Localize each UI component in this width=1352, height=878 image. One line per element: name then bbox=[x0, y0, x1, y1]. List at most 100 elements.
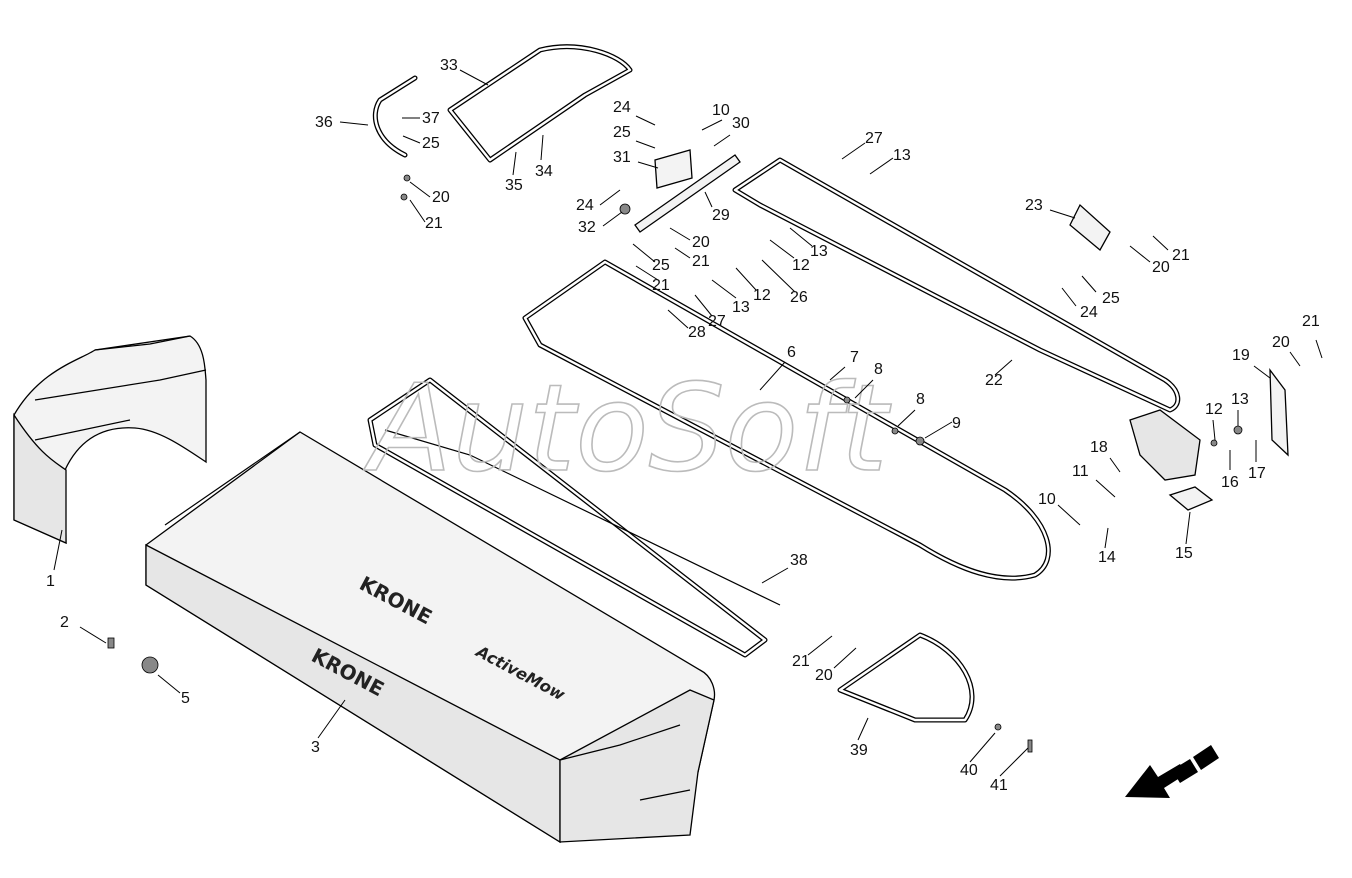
callout-leader-8 bbox=[854, 379, 874, 399]
callout-number-19: 19 bbox=[1232, 347, 1250, 364]
callout-leader-2 bbox=[79, 626, 107, 644]
callout-number-3: 3 bbox=[311, 739, 320, 756]
callout-number-28: 28 bbox=[688, 324, 706, 341]
callout-number-13: 13 bbox=[1231, 391, 1249, 408]
callout-leader-14 bbox=[1104, 527, 1109, 549]
callout-number-17: 17 bbox=[1248, 465, 1266, 482]
part-plate-15 bbox=[1168, 486, 1214, 511]
callout-number-20: 20 bbox=[1272, 334, 1290, 351]
callout-number-10: 10 bbox=[712, 102, 730, 119]
part-middle-frame bbox=[522, 259, 1051, 581]
callout-leader-36 bbox=[339, 121, 369, 126]
callout-number-38: 38 bbox=[790, 552, 808, 569]
callout-number-22: 22 bbox=[985, 372, 1003, 389]
callout-number-5: 5 bbox=[181, 690, 190, 707]
callout-leader-25 bbox=[1081, 275, 1097, 293]
callout-leader-23 bbox=[1049, 209, 1076, 219]
callout-leader-24 bbox=[635, 115, 656, 126]
callout-leader-28 bbox=[667, 309, 689, 329]
callout-leader-10 bbox=[701, 119, 723, 131]
callout-leader-21 bbox=[807, 635, 833, 656]
callout-number-23: 23 bbox=[1025, 197, 1043, 214]
callout-number-7: 7 bbox=[850, 349, 859, 366]
callout-leader-20 bbox=[669, 227, 691, 241]
callout-leader-20 bbox=[409, 181, 431, 198]
callout-number-9: 9 bbox=[952, 415, 961, 432]
callout-leader-29 bbox=[704, 191, 713, 208]
callout-number-2: 2 bbox=[60, 614, 69, 631]
callout-number-8: 8 bbox=[874, 361, 883, 378]
callout-number-20: 20 bbox=[432, 189, 450, 206]
callout-number-12: 12 bbox=[753, 287, 771, 304]
callout-leader-32 bbox=[602, 211, 623, 227]
callout-leader-11 bbox=[1095, 479, 1116, 498]
callout-leader-27 bbox=[694, 294, 713, 317]
callout-leader-13 bbox=[869, 157, 894, 175]
callout-leader-21 bbox=[635, 265, 659, 281]
callout-leader-21 bbox=[1315, 339, 1323, 359]
callout-leader-26 bbox=[761, 259, 796, 293]
callout-leader-27 bbox=[841, 142, 866, 160]
part-plate-19 bbox=[1269, 367, 1289, 457]
callout-leader-24 bbox=[1061, 287, 1077, 307]
callout-number-20: 20 bbox=[815, 667, 833, 684]
callout-number-36: 36 bbox=[315, 114, 333, 131]
callout-number-10: 10 bbox=[1038, 491, 1056, 508]
callout-number-25: 25 bbox=[613, 124, 631, 141]
callout-leader-21 bbox=[409, 199, 426, 223]
callout-number-21: 21 bbox=[1172, 247, 1190, 264]
callout-number-21: 21 bbox=[692, 253, 710, 270]
callout-number-21: 21 bbox=[425, 215, 443, 232]
callout-number-20: 20 bbox=[1152, 259, 1170, 276]
part-top-guard bbox=[447, 44, 633, 163]
callout-number-25: 25 bbox=[422, 135, 440, 152]
callout-leader-40 bbox=[969, 732, 996, 763]
callout-leader-34 bbox=[540, 134, 544, 161]
callout-leader-3 bbox=[317, 699, 346, 739]
callout-number-13: 13 bbox=[810, 243, 828, 260]
callout-leader-7 bbox=[829, 366, 846, 381]
callout-leader-38 bbox=[761, 567, 789, 584]
callout-number-21: 21 bbox=[652, 277, 670, 294]
part-rear-frame bbox=[732, 157, 1201, 481]
callout-number-13: 13 bbox=[893, 147, 911, 164]
callout-number-8: 8 bbox=[916, 391, 925, 408]
callout-number-14: 14 bbox=[1098, 549, 1116, 566]
callout-number-13: 13 bbox=[732, 299, 750, 316]
callout-leader-9 bbox=[924, 421, 953, 439]
callout-number-27: 27 bbox=[865, 130, 883, 147]
callout-leader-1 bbox=[53, 529, 63, 571]
part-front-frame bbox=[367, 377, 781, 658]
callout-leader-21 bbox=[674, 247, 691, 259]
callout-number-21: 21 bbox=[792, 653, 810, 670]
callout-number-6: 6 bbox=[787, 344, 796, 361]
callout-leader-13 bbox=[711, 279, 737, 299]
part-bar-29 bbox=[634, 154, 741, 233]
callout-number-20: 20 bbox=[692, 234, 710, 251]
callout-leader-10 bbox=[1057, 504, 1081, 526]
callout-number-24: 24 bbox=[576, 197, 594, 214]
watermark: AutoSoft bbox=[363, 360, 891, 499]
callout-leader-20 bbox=[1289, 351, 1301, 367]
callout-number-16: 16 bbox=[1221, 474, 1239, 491]
callout-number-35: 35 bbox=[505, 177, 523, 194]
callout-leader-25 bbox=[632, 243, 656, 263]
callout-number-15: 15 bbox=[1175, 545, 1193, 562]
callout-leader-25 bbox=[402, 135, 421, 144]
callout-leader-35 bbox=[512, 151, 517, 176]
callout-leader-12 bbox=[1212, 419, 1216, 441]
callout-leader-22 bbox=[994, 359, 1013, 376]
part-small-guard bbox=[837, 632, 975, 723]
callout-number-21: 21 bbox=[1302, 313, 1320, 330]
callout-number-31: 31 bbox=[613, 149, 631, 166]
callout-leader-25 bbox=[635, 140, 656, 149]
callout-leader-13 bbox=[789, 227, 813, 247]
callout-number-25: 25 bbox=[1102, 290, 1120, 307]
callout-number-33: 33 bbox=[440, 57, 458, 74]
callout-leader-12 bbox=[769, 239, 795, 259]
callout-leader-6 bbox=[759, 361, 786, 391]
callout-number-30: 30 bbox=[732, 115, 750, 132]
